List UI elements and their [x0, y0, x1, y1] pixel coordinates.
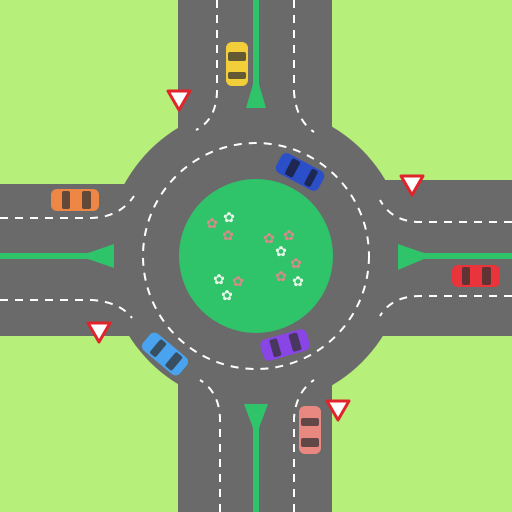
car-light-blue[interactable] — [140, 330, 191, 378]
yield-signs — [86, 89, 425, 422]
flower-icon: ✿ — [263, 231, 275, 247]
car-purple[interactable] — [259, 328, 311, 362]
lane-line-east-bottom — [379, 295, 512, 317]
median-south-tip — [244, 404, 268, 428]
flower-icon: ✿ — [221, 288, 233, 304]
car-orange[interactable] — [51, 189, 99, 211]
flower-icon: ✿ — [275, 269, 287, 285]
lane-line-west-top — [0, 195, 135, 219]
median-north-tip — [246, 84, 266, 108]
car-pink[interactable] — [299, 406, 321, 454]
median-west-tip — [88, 244, 114, 268]
car-yellow[interactable] — [226, 42, 248, 86]
flower-icon: ✿ — [283, 228, 295, 244]
central-island-grass — [179, 179, 333, 333]
yield-sign-east[interactable] — [399, 174, 425, 197]
lane-line-south-left — [199, 379, 221, 512]
yield-sign-west[interactable] — [86, 321, 112, 344]
flower-icon: ✿ — [223, 210, 235, 226]
car-red[interactable] — [452, 265, 500, 287]
flower-icon: ✿ — [232, 274, 244, 290]
median-south — [253, 420, 259, 512]
flower-icon: ✿ — [206, 216, 218, 232]
median-west — [0, 253, 92, 259]
median-north — [253, 0, 259, 92]
median-east — [420, 253, 512, 259]
lane-line-east-top — [379, 199, 512, 223]
flowers: ✿ ✿ ✿ ✿ ✿ ✿ ✿ ✿ ✿ ✿ ✿ ✿ — [206, 210, 304, 304]
central-island: ✿ ✿ ✿ ✿ ✿ ✿ ✿ ✿ ✿ ✿ ✿ ✿ — [179, 179, 333, 333]
flower-icon: ✿ — [290, 256, 302, 272]
car-blue-navy[interactable] — [274, 151, 327, 193]
yield-sign-north[interactable] — [166, 89, 192, 112]
flower-icon: ✿ — [222, 228, 234, 244]
flower-icon: ✿ — [213, 272, 225, 288]
ring-lane-line — [142, 142, 370, 370]
yield-sign-south[interactable] — [325, 399, 351, 422]
flower-icon: ✿ — [292, 274, 304, 290]
lane-line-north-right — [293, 0, 315, 133]
flower-icon: ✿ — [275, 244, 287, 260]
lane-line-south-right — [293, 379, 315, 512]
median-east-tip — [398, 244, 424, 270]
lane-line-west-bottom — [0, 299, 133, 319]
cars — [51, 42, 500, 454]
lane-line-north-left — [195, 0, 218, 131]
